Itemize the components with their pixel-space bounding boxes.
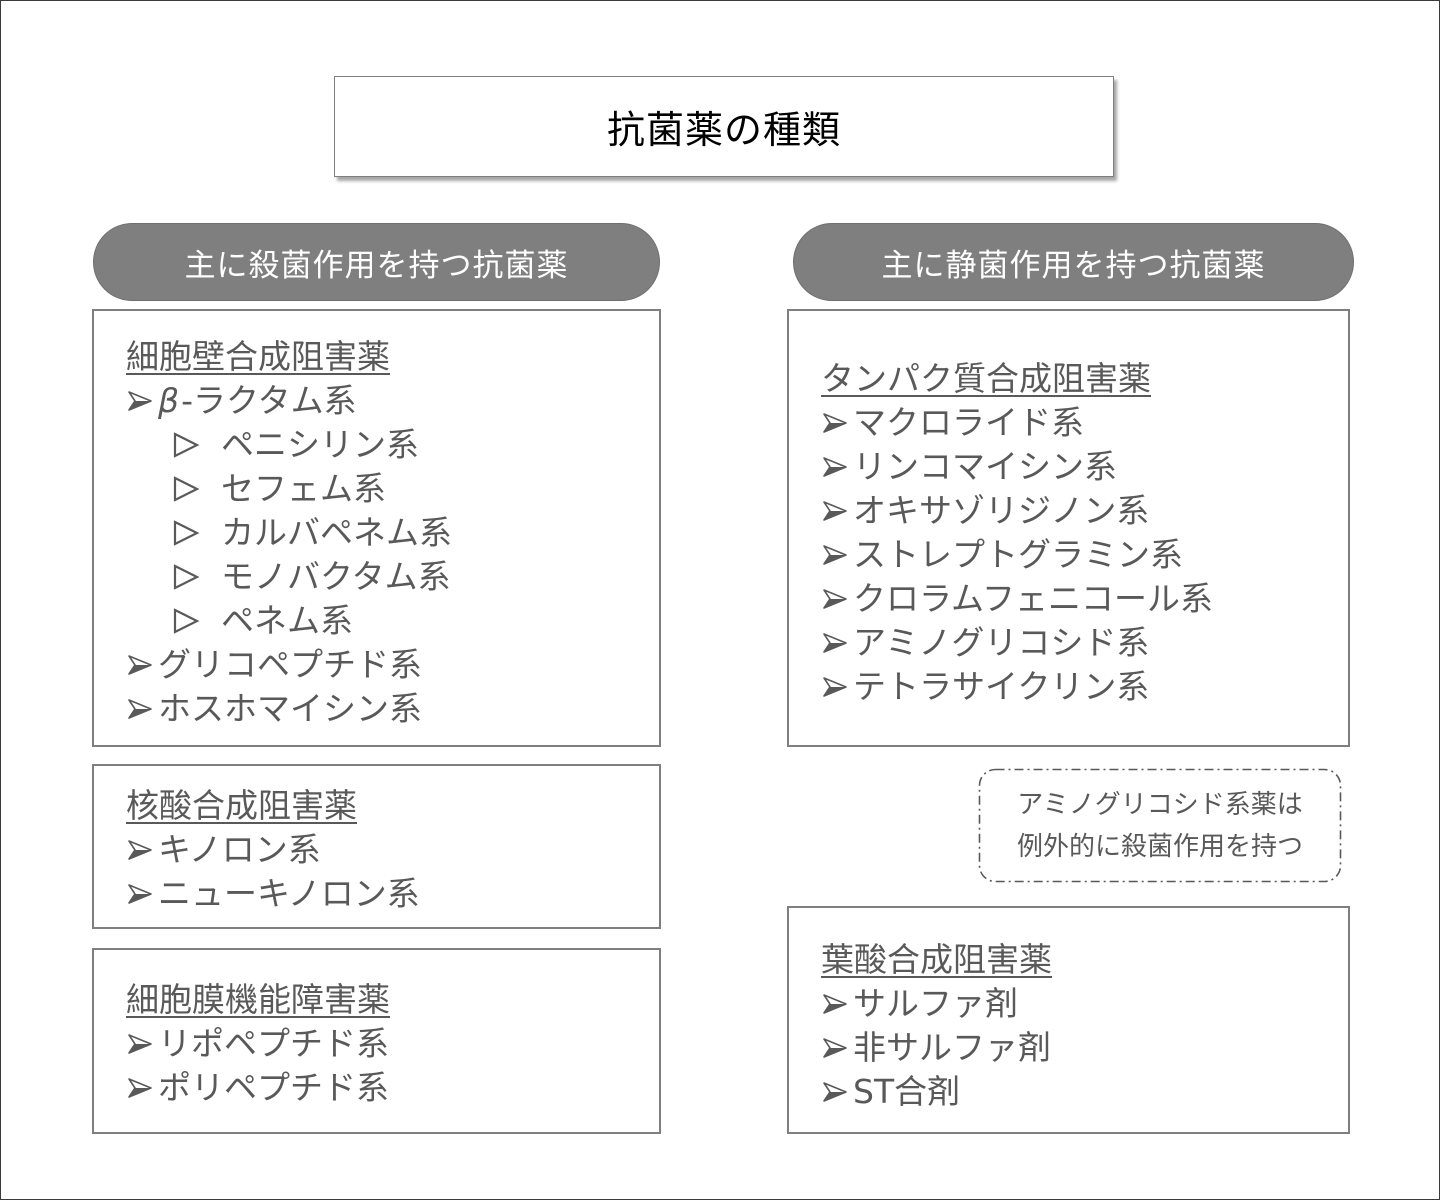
list-item: ST合剤 (821, 1070, 1348, 1114)
triangle-bullet-icon (171, 518, 201, 548)
arrow-bullet-icon (126, 695, 154, 723)
group-heading: 細胞膜機能障害薬 (126, 980, 390, 1019)
list-item: オキサゾリジノン系 (821, 489, 1348, 533)
list-item: キノロン系 (126, 828, 659, 872)
list-item: クロラムフェニコール系 (821, 577, 1348, 621)
bacteriostatic-header-text: 主に静菌作用を持つ抗菌薬 (881, 247, 1266, 284)
sub-list-item: モノバクタム系 (126, 555, 659, 599)
cell-membrane-disruptors-box: 細胞膜機能障害薬 リポペプチド系 ポリペプチド系 (92, 948, 661, 1134)
protein-synthesis-inhibitors-box: タンパク質合成阻害薬 マクロライド系 リンコマイシン系 オキサゾリジノン系 スト… (787, 309, 1350, 747)
arrow-bullet-icon (126, 836, 154, 864)
list-item-label: テトラサイクリン系 (853, 667, 1150, 706)
group-heading: 葉酸合成阻害薬 (821, 940, 1052, 979)
group-heading: 細胞壁合成阻害薬 (126, 337, 390, 376)
bacteriostatic-header: 主に静菌作用を持つ抗菌薬 (793, 223, 1354, 301)
arrow-bullet-icon (821, 673, 849, 701)
arrow-bullet-icon (126, 1074, 154, 1102)
bactericidal-header-text: 主に殺菌作用を持つ抗菌薬 (184, 247, 569, 284)
nucleic-acid-synthesis-inhibitors-box: 核酸合成阻害薬 キノロン系 ニューキノロン系 (92, 764, 661, 929)
list-item-label: リンコマイシン系 (853, 447, 1117, 486)
sub-list-item-label: セフェム系 (221, 469, 386, 508)
arrow-bullet-icon (821, 629, 849, 657)
arrow-bullet-icon (821, 585, 849, 613)
folate-synthesis-inhibitors-box: 葉酸合成阻害薬 サルファ剤 非サルファ剤 ST合剤 (787, 906, 1350, 1134)
list-item-label: ニューキノロン系 (158, 874, 420, 913)
list-item-label: キノロン系 (158, 830, 321, 869)
sub-list-item: ペニシリン系 (126, 423, 659, 467)
sub-list-item-label: ペネム系 (221, 601, 353, 640)
arrow-bullet-icon (126, 1030, 154, 1058)
arrow-bullet-icon (821, 541, 849, 569)
diagram-title: 抗菌薬の種類 (334, 76, 1114, 177)
list-item-label: アミノグリコシド系 (853, 623, 1150, 662)
arrow-bullet-icon (821, 1078, 849, 1106)
list-item-label: グリコペプチド系 (158, 645, 422, 684)
dash-dot-border (978, 768, 1342, 883)
list-item: テトラサイクリン系 (821, 665, 1348, 709)
list-item-label: オキサゾリジノン系 (853, 491, 1150, 530)
beta-symbol: β (158, 381, 180, 420)
list-item-label: クロラムフェニコール系 (853, 579, 1214, 618)
list-item-label: 非サルファ剤 (853, 1028, 1051, 1067)
sub-list-item-label: モノバクタム系 (221, 557, 451, 596)
arrow-bullet-icon (126, 651, 154, 679)
triangle-bullet-icon (171, 430, 201, 460)
list-item-label: -ラクタム系 (181, 381, 357, 420)
arrow-bullet-icon (821, 453, 849, 481)
list-item: 非サルファ剤 (821, 1026, 1348, 1070)
triangle-bullet-icon (171, 606, 201, 636)
group-heading: タンパク質合成阻害薬 (821, 359, 1151, 398)
arrow-bullet-icon (821, 990, 849, 1018)
sub-list-item: ペネム系 (126, 599, 659, 643)
list-item: ポリペプチド系 (126, 1066, 659, 1110)
arrow-bullet-icon (126, 387, 154, 415)
list-item: アミノグリコシド系 (821, 621, 1348, 665)
triangle-bullet-icon (171, 474, 201, 504)
aminoglycoside-exception-note: アミノグリコシド系薬は 例外的に殺菌作用を持つ (978, 768, 1342, 883)
arrow-bullet-icon (821, 409, 849, 437)
list-item: β -ラクタム系 (126, 379, 659, 423)
arrow-bullet-icon (126, 880, 154, 908)
note-line-2: 例外的に殺菌作用を持つ (1016, 831, 1303, 862)
list-item-label: リポペプチド系 (158, 1024, 389, 1063)
triangle-bullet-icon (171, 562, 201, 592)
list-item-label: ST合剤 (853, 1072, 961, 1111)
cell-wall-synthesis-inhibitors-box: 細胞壁合成阻害薬 β -ラクタム系 ペニシリン系 セフェム系 カルバペネム系 モ… (92, 309, 661, 747)
sub-list-item: セフェム系 (126, 467, 659, 511)
list-item-label: ホスホマイシン系 (158, 689, 422, 728)
sub-list-item-label: ペニシリン系 (221, 425, 419, 464)
bactericidal-header: 主に殺菌作用を持つ抗菌薬 (93, 223, 660, 301)
list-item: ホスホマイシン系 (126, 687, 659, 731)
list-item: グリコペプチド系 (126, 643, 659, 687)
title-text: 抗菌薬の種類 (606, 108, 841, 152)
arrow-bullet-icon (821, 497, 849, 525)
list-item-label: マクロライド系 (853, 403, 1084, 442)
list-item: マクロライド系 (821, 401, 1348, 445)
sub-list-item: カルバペネム系 (126, 511, 659, 555)
list-item-label: ストレプトグラミン系 (853, 535, 1183, 574)
sub-list-item-label: カルバペネム系 (221, 513, 452, 552)
list-item-label: ポリペプチド系 (158, 1068, 389, 1107)
list-item: リポペプチド系 (126, 1022, 659, 1066)
arrow-bullet-icon (821, 1034, 849, 1062)
list-item: サルファ剤 (821, 982, 1348, 1026)
note-line-1: アミノグリコシド系薬は (1017, 789, 1303, 820)
list-item: ニューキノロン系 (126, 872, 659, 916)
list-item-label: サルファ剤 (853, 984, 1018, 1023)
list-item: リンコマイシン系 (821, 445, 1348, 489)
group-heading: 核酸合成阻害薬 (126, 786, 357, 825)
list-item: ストレプトグラミン系 (821, 533, 1348, 577)
